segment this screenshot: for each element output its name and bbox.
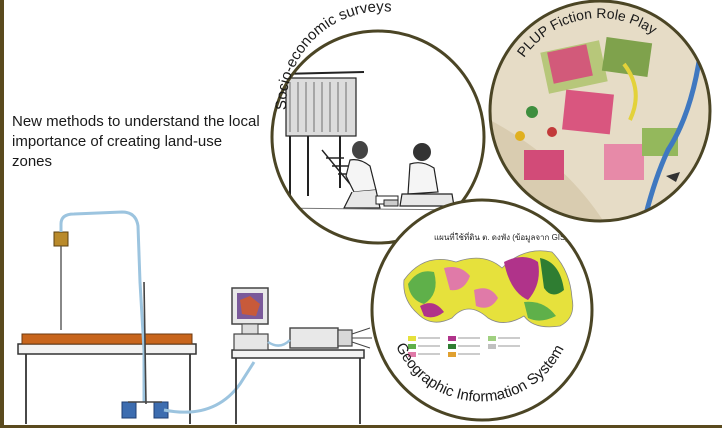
socio-economic-circle: Socio-economic surveys: [270, 0, 486, 245]
overhead-camera: [53, 231, 69, 330]
role-play-board: [490, 1, 710, 221]
gis-map: แผนที่ใช้ที่ดิน ต. ดงพัง (ข้อมูลจาก GIS): [403, 231, 574, 357]
gis-legend: [408, 336, 520, 357]
gis-circle: แผนที่ใช้ที่ดิน ต. ดงพัง (ข้อมูลจาก GIS): [370, 198, 594, 422]
base-foot-left: [121, 401, 137, 419]
illustration: Socio-economic surveys: [17, 0, 712, 424]
survey-sketch: [273, 71, 475, 211]
plup-circle: PLUP Fiction Role Play: [488, 0, 712, 223]
computer-monitor: [231, 287, 269, 351]
projector: [267, 327, 372, 349]
digitizer-setup: [17, 210, 372, 424]
intro-text: New methods to understand the local impo…: [12, 113, 260, 170]
map-sheet: [21, 333, 193, 345]
gis-map-title: แผนที่ใช้ที่ดิน ต. ดงพัง (ข้อมูลจาก GIS): [434, 231, 568, 243]
computer-desk: [231, 349, 365, 424]
